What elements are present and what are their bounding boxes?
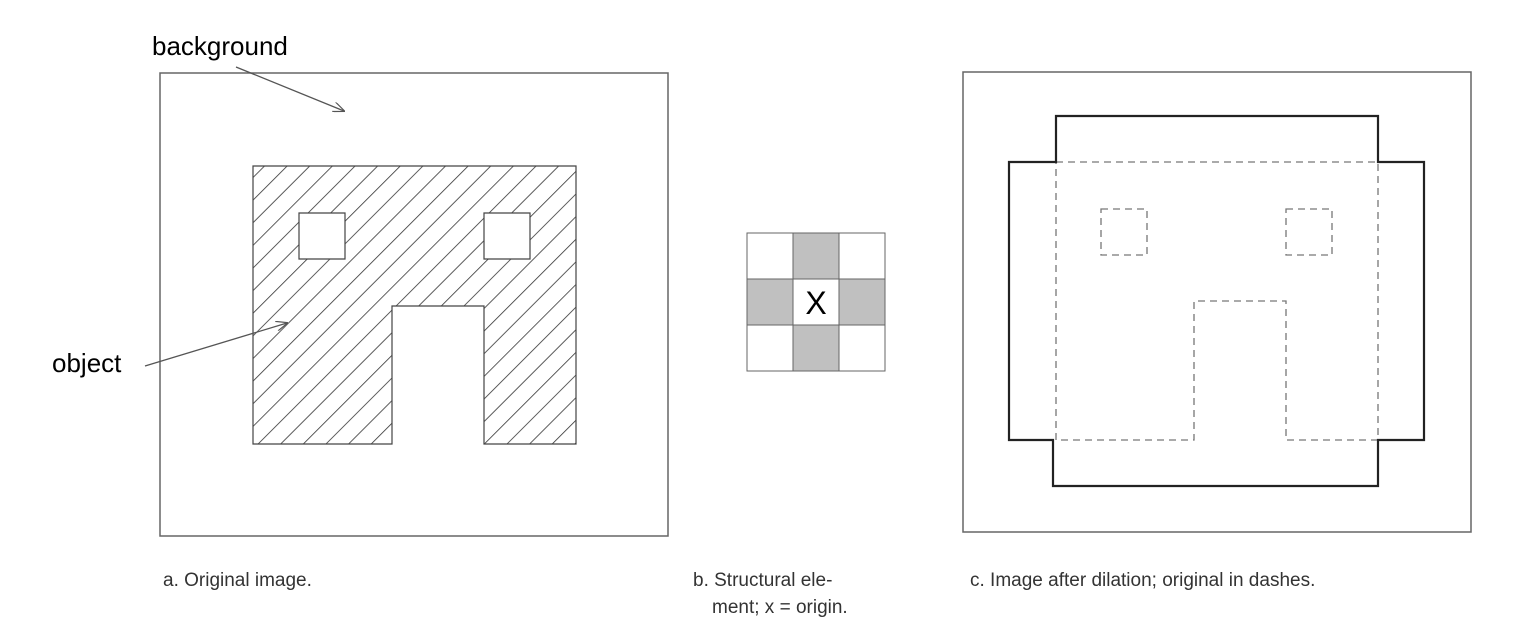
background-label: background: [152, 31, 288, 61]
element-cell-top-left: [746, 232, 794, 280]
dashed-hole-right: [1285, 208, 1333, 256]
panel-a-original-image: background object: [52, 31, 669, 537]
caption-b-line2: ment; x = origin.: [712, 597, 848, 618]
element-cell-middle-left: [746, 278, 794, 326]
element-cell-top-center: [792, 232, 840, 280]
caption-c: c. Image after dilation; original in das…: [970, 570, 1316, 591]
panel-c-dilated-image: [962, 71, 1472, 533]
object-arrow: [144, 323, 287, 367]
element-cell-bottom-right: [838, 324, 886, 372]
panel-b-structural-element: X: [746, 232, 886, 372]
caption-a: a. Original image.: [163, 570, 312, 591]
element-cell-top-right: [838, 232, 886, 280]
element-cell-bottom-left: [746, 324, 794, 372]
background-arrow: [235, 66, 344, 111]
caption-b-line1: b. Structural ele-: [693, 570, 833, 591]
original-dashed-outline: [1055, 161, 1379, 441]
hatched-object: [252, 165, 577, 445]
element-cell-origin: [792, 278, 840, 326]
dilated-outline: [1007, 114, 1426, 488]
element-cell-bottom-center: [792, 324, 840, 372]
dashed-hole-left: [1100, 208, 1148, 256]
element-cell-middle-right: [838, 278, 886, 326]
panel-a-frame: [159, 72, 669, 537]
origin-mark: X: [805, 285, 826, 321]
object-label: object: [52, 348, 122, 378]
panel-c-frame: [962, 71, 1472, 533]
